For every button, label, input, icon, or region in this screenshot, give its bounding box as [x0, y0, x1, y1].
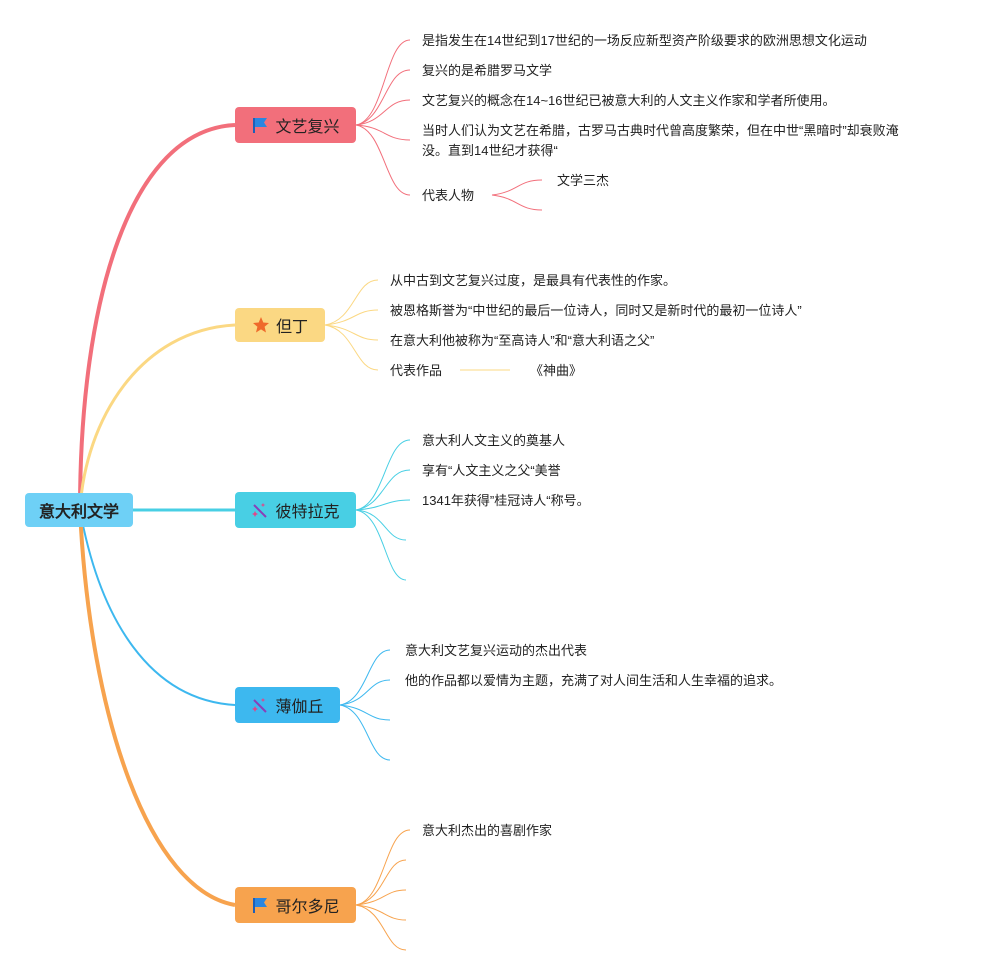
leaf-renaissance-1: 是指发生在14世纪到17世纪的一场反应新型资产阶级要求的欧洲思想文化运动	[422, 33, 867, 48]
leaf-dante-1: 从中古到文艺复兴过度，是最具有代表性的作家。	[390, 273, 677, 288]
magic-wand-icon	[252, 698, 268, 713]
leaf-dante-3: 在意大利他被称为“至高诗人”和“意大利语之父”	[390, 333, 655, 348]
branch-dante[interactable]: 但丁	[235, 308, 325, 342]
branch-label: 但丁	[275, 319, 308, 336]
branch-petrarch[interactable]: 彼特拉克	[235, 492, 356, 528]
flag-icon	[253, 118, 268, 133]
branch-goldoni[interactable]: 哥尔多尼	[235, 887, 356, 923]
leaf-renaissance-sub-1: 文学三杰	[557, 173, 610, 188]
root-topic-label: 意大利文学	[38, 504, 119, 521]
branch-renaissance[interactable]: 文艺复兴	[235, 107, 356, 143]
leaf-boccaccio-1: 意大利文艺复兴运动的杰出代表	[405, 643, 588, 658]
leaf-renaissance-2: 复兴的是希腊罗马文学	[422, 63, 553, 78]
leaf-petrarch-1: 意大利人文主义的奠基人	[422, 433, 566, 448]
magic-wand-icon	[252, 503, 268, 518]
leaf-dante-4: 代表作品	[390, 363, 443, 378]
leaf-goldoni-1: 意大利杰出的喜剧作家	[422, 823, 553, 838]
root-topic[interactable]: 意大利文学	[25, 493, 133, 527]
star-icon	[252, 317, 269, 333]
leaf-renaissance-5: 代表人物	[422, 188, 475, 203]
branch-label: 哥尔多尼	[275, 899, 340, 916]
leaf-renaissance-4: 当时人们认为文艺在希腊，古罗马古典时代曾高度繁荣，但在中世“黑暗时”却衰败淹没。…	[422, 123, 899, 158]
leaf-petrarch-3: 1341年获得”桂冠诗人“称号。	[422, 493, 590, 508]
branch-label: 薄伽丘	[275, 699, 324, 716]
branch-boccaccio[interactable]: 薄伽丘	[235, 687, 340, 723]
leaf-petrarch-2: 享有“人文主义之父“美誉	[422, 463, 561, 478]
branch-label: 文艺复兴	[275, 119, 340, 136]
leaf-boccaccio-2: 他的作品都以爱情为主题，充满了对人间生活和人生幸福的追求。	[405, 673, 783, 688]
leaf-dante-sub-1: 《神曲》	[530, 363, 583, 378]
leaf-dante-2: 被恩格斯誉为“中世纪的最后一位诗人，同时又是新时代的最初一位诗人”	[390, 303, 802, 318]
leaf-renaissance-3: 文艺复兴的概念在14~16世纪已被意大利的人文主义作家和学者所使用。	[422, 93, 836, 108]
flag-icon	[253, 898, 268, 913]
branch-label: 彼特拉克	[275, 504, 340, 521]
